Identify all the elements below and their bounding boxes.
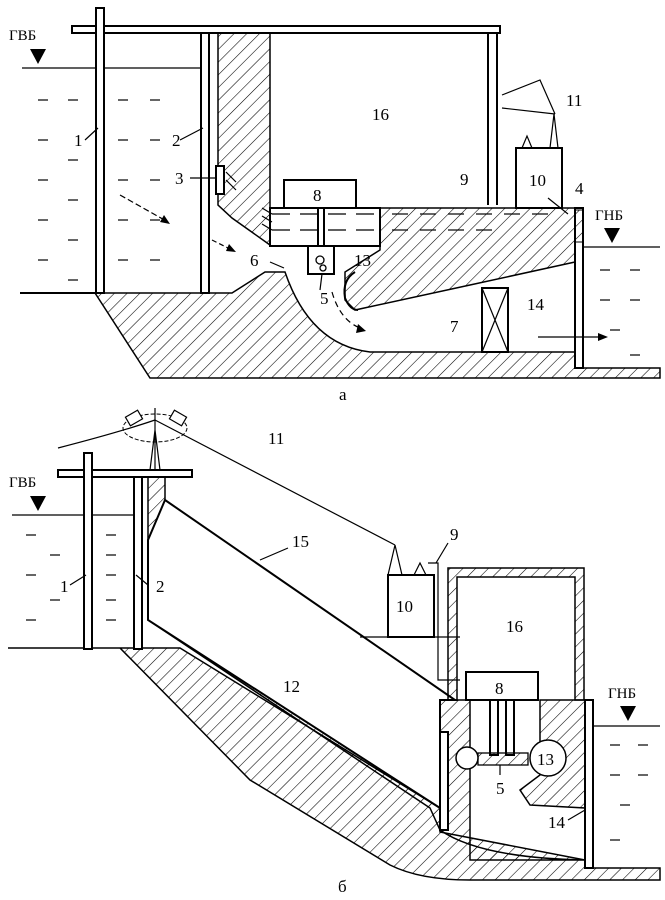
- penstock-gate-b: [439, 731, 449, 831]
- downstream-water-b: [610, 744, 648, 841]
- label-14-b: 14: [548, 813, 566, 832]
- label-10-a: 10: [529, 171, 546, 190]
- upstream-level-b: ГВБ: [9, 475, 140, 516]
- label-14-a: 14: [527, 295, 545, 314]
- label-2-b: 2: [156, 577, 165, 596]
- label-16-b: 16: [506, 617, 523, 636]
- top-deck-b: [57, 469, 193, 478]
- label-9-a: 9: [460, 170, 469, 189]
- label-13-b: 13: [537, 750, 554, 769]
- label-5-a: 5: [320, 289, 329, 308]
- busbar-9-a: [272, 213, 548, 231]
- label-2-a: 2: [172, 131, 181, 150]
- label-7-a: 7: [450, 317, 459, 336]
- label-6-a: 6: [250, 251, 259, 270]
- caption-a: а: [339, 385, 347, 404]
- powerhouse-16-a: [270, 32, 498, 205]
- label-1-a: 1: [74, 131, 83, 150]
- upstream-level-a: ГВБ: [9, 28, 205, 69]
- trash-rack-2-a: [200, 32, 210, 294]
- dam-body-a: [217, 32, 271, 247]
- downstream-level-a: ГНБ: [583, 208, 660, 248]
- figure-a: ГВБ: [9, 7, 661, 404]
- label-4-a: 4: [575, 179, 584, 198]
- label-1-b: 1: [60, 577, 69, 596]
- powerhouse-16-b: [447, 567, 585, 701]
- label-11-a: 11: [566, 91, 582, 110]
- rack-3-a: [215, 165, 225, 195]
- figure-b: ГВБ: [8, 408, 661, 896]
- ground-b: [8, 647, 661, 881]
- label-10-b: 10: [396, 597, 413, 616]
- upstream-level-label-a: ГВБ: [9, 28, 36, 44]
- label-3-a: 3: [175, 169, 184, 188]
- downstream-level-b: ГНБ: [593, 686, 660, 727]
- downstream-level-label-b: ГНБ: [608, 686, 636, 702]
- label-15-b: 15: [292, 532, 309, 551]
- label-8-b: 8: [495, 679, 504, 698]
- outlet-wall-4-a: [574, 207, 584, 369]
- label-13-a: 13: [354, 251, 371, 270]
- transformer-10-b: [387, 574, 435, 638]
- generator-8-b: [465, 671, 539, 701]
- spiral-13-b: [529, 739, 567, 777]
- power-line-11-b: [57, 408, 403, 576]
- trash-rack-2-b: [133, 476, 143, 650]
- spiral-13-a: [343, 271, 359, 311]
- turbine-5-a: [307, 245, 335, 275]
- gate-1-b: [83, 452, 93, 650]
- caption-b: б: [338, 877, 347, 896]
- top-deck-a: [71, 25, 501, 34]
- power-line-11-a: [501, 79, 556, 115]
- label-12-b: 12: [283, 677, 300, 696]
- upstream-level-label-b: ГВБ: [9, 475, 36, 491]
- label-8-a: 8: [313, 186, 322, 205]
- turbine-5-b: [477, 752, 529, 766]
- outlet-wall-b: [584, 699, 594, 869]
- downstream-water-a: [600, 269, 640, 356]
- downstream-level-label-a: ГНБ: [595, 208, 623, 224]
- gate-1-a: [95, 7, 105, 294]
- transformer-10-a: [515, 147, 563, 209]
- generator-8-a: [283, 179, 357, 209]
- label-16-a: 16: [372, 105, 389, 124]
- label-11-b: 11: [268, 429, 284, 448]
- foundation-a: [20, 271, 661, 379]
- label-5-b: 5: [496, 779, 505, 798]
- label-9-b: 9: [450, 525, 459, 544]
- upstream-water-b: [26, 534, 116, 621]
- upstream-water-a: [38, 99, 236, 281]
